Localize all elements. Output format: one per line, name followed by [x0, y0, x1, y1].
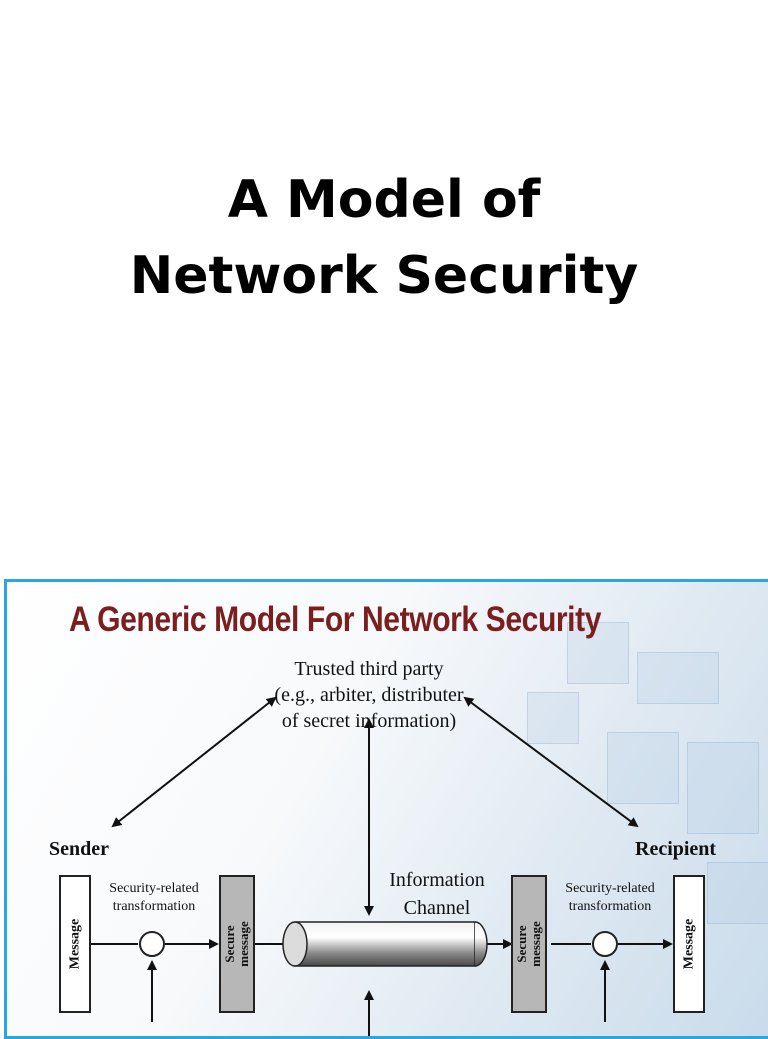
- right-transform-line-1: Security-related: [565, 881, 655, 896]
- left-transform-line-2: transformation: [112, 899, 196, 914]
- channel-line-1: Information: [389, 869, 485, 891]
- bg-tile: [637, 652, 719, 704]
- sender-message-box: Message: [59, 875, 91, 1013]
- trusted-party-line-2: (e.g., arbiter, distributer: [274, 684, 464, 706]
- slide-title: A Model of Network Security: [0, 162, 768, 314]
- recipient-secure-message-box: Secure message: [511, 875, 547, 1013]
- left-transform-line-1: Security-related: [109, 881, 199, 896]
- sender-secure-message-box: Secure message: [219, 875, 255, 1013]
- sender-secure-line-2: message: [236, 921, 251, 967]
- sender-message-text: Message: [67, 918, 83, 970]
- arrow-sender-to-trusted-party: [111, 696, 277, 828]
- recipient-message-text: Message: [681, 918, 697, 970]
- left-transformation-circle: [139, 931, 165, 957]
- background-decoration: [7, 582, 768, 1036]
- information-channel-cylinder: [282, 921, 488, 967]
- bg-tile: [707, 862, 768, 924]
- recipient-secure-line-2: message: [528, 921, 543, 967]
- recipient-message-box: Message: [673, 875, 705, 1013]
- arrow-trusted-party-to-recipient: [463, 696, 639, 828]
- bg-tile: [567, 622, 629, 684]
- slide-title-line-2: Network Security: [129, 246, 639, 306]
- recipient-secure-message-text: Secure message: [514, 921, 543, 967]
- figure-title: A Generic Model For Network Security: [69, 600, 602, 639]
- left-transformation-label: Security-related transformation: [99, 880, 209, 916]
- diagram-arrows: [89, 696, 673, 1036]
- bg-tile: [687, 742, 759, 834]
- sender-secure-message-text: Secure message: [222, 921, 251, 967]
- slide-title-line-1: A Model of: [227, 170, 541, 230]
- recipient-label: Recipient: [635, 838, 717, 860]
- trusted-party-line-1: Trusted third party: [294, 658, 444, 680]
- figure-frame: A Generic Model For Network Security Tru…: [4, 579, 768, 1039]
- right-transformation-circle: [592, 931, 618, 957]
- right-transformation-label: Security-related transformation: [555, 880, 665, 916]
- information-channel-label: Information Channel: [377, 866, 497, 922]
- channel-line-2: Channel: [403, 897, 471, 919]
- right-transform-line-2: transformation: [568, 899, 652, 914]
- sender-label: Sender: [49, 838, 109, 860]
